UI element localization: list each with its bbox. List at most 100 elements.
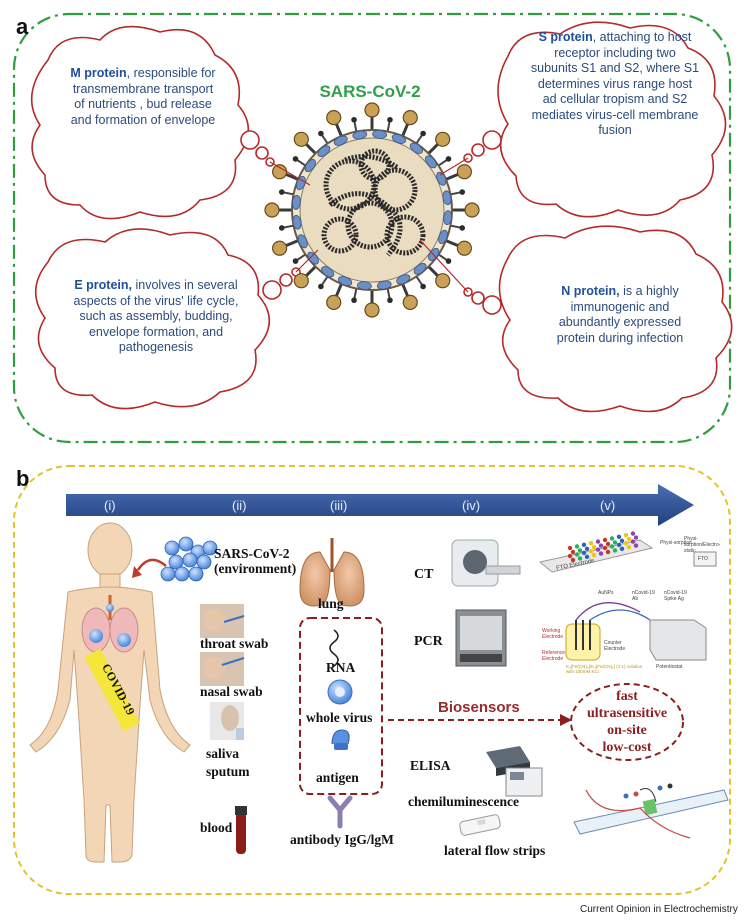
nanoparticle [623,533,629,538]
nanoparticle [633,535,639,540]
nanoparticle [626,537,632,542]
nanoparticle [570,549,576,555]
nanoparticle [630,531,636,536]
environment-virus-particle [202,540,218,556]
nanoparticle [577,556,583,561]
nanoparticle [602,545,608,551]
m-protein-description: , responsible for transmembrane transpor… [70,66,216,127]
membrane-protein [391,134,406,144]
chemiluminescence-analyzer-image [505,767,543,797]
spike-ag-label: nCovid-19 Spike Ag [664,590,687,602]
nanoparticle [609,536,615,541]
advantages-list: fast ultrasensitive on-site low-cost [571,688,683,756]
spike-protein [443,238,472,256]
nanoparticle [570,557,576,563]
nanoparticle [567,553,573,559]
fto-label: FTO [698,556,708,562]
virus-title: SARS-CoV-2 [319,82,421,101]
environment-virus-particle [178,536,194,552]
membrane-protein [307,251,319,265]
membrane-protein [357,281,372,291]
antibody-label: antibody IgG/lgM [290,832,394,847]
panel-a-letter: a [16,14,29,39]
whole-virus-icon [327,679,353,705]
stage-label-ii: (ii) [232,498,247,513]
nanoparticle [630,539,636,544]
membrane-protein [409,142,423,154]
nanoparticle [602,537,608,543]
physisorption-electrostatic-label: Physi-sorption/Electro-static [684,536,721,554]
stage-label-iv: (iv) [462,498,481,513]
nanoparticle [581,542,587,547]
spike-protein [364,102,380,132]
spike-protein [364,288,380,318]
nanoparticle [588,549,594,554]
nanoparticle [616,534,622,539]
nanoparticle [588,541,594,546]
nanoparticle [595,539,601,544]
stage-label-i: (i) [104,498,116,513]
spike-protein [293,264,318,289]
nanoparticle [598,551,604,556]
environment-virus-particle [164,540,180,556]
s-protein-text: S protein, attaching to host receptor in… [530,30,700,139]
whole-virus-label: whole virus [306,710,373,725]
spike-protein [326,281,344,310]
biosensors-label: Biosensors [438,699,520,716]
spike-protein [272,238,301,256]
nanoparticle [591,553,597,558]
membrane-protein [372,129,387,139]
panel-b-border [13,465,731,895]
nanoparticle [619,538,625,543]
m-protein-name: M protein [70,66,127,80]
electrochemical-cell-schematic [565,602,707,661]
environment-label: SARS-CoV-2 (environment) [214,546,297,576]
membrane-protein [376,280,392,290]
human-body [29,522,191,863]
throat-swab-image [200,604,245,638]
physisorption-label: Physi-sorption [660,540,692,546]
panel-b-letter: b [16,466,30,491]
pcr-machine-image [455,609,507,667]
nanoparticle [605,541,611,547]
environment-virus-particle [196,554,212,570]
pcr-label: PCR [414,634,443,649]
membrane-protein [297,234,308,249]
ab-label: nCovid-19 Ab [632,590,655,602]
lateral-flow-label: lateral flow strips [444,843,546,858]
membrane-protein [304,159,316,173]
body-infection-arrowhead [132,566,142,578]
membrane-protein [436,171,447,186]
m-protein-dots [291,129,453,291]
environment-virus-cluster [160,536,218,582]
n-protein-name: N protein, [561,284,620,298]
throat-swab-label: throat swab [200,636,269,651]
saliva-label: saliva [206,746,240,761]
n-protein-description: is a highly immunogenic and abundantly e… [556,284,684,345]
chemiluminescence-label: chemiluminescence [408,794,519,809]
reference-electrode-label: Reference Electrode [542,650,566,662]
biosensor-arrowhead [560,714,572,726]
lateral-flow-signal-schematic [573,783,729,839]
sputum-label: sputum [206,764,250,779]
rna-strand-icon [329,629,339,667]
nanoparticle [605,549,611,555]
fto-electrode-schematic [538,531,717,573]
spike-proteins [264,102,480,318]
targets-box [299,617,383,795]
environment-virus-particle [188,566,204,582]
spike-protein [443,164,472,182]
body-infection-arrow [136,558,167,571]
counter-electrode-label: Counter Electrode [604,640,626,652]
nanoparticle [574,552,580,557]
s-protein-name: S protein [538,30,593,44]
blood-label: blood [200,820,233,835]
membrane-protein [321,266,335,278]
environment-virus-particle [174,566,190,582]
potentiostat-label: Potentiostat [656,664,683,670]
nanoparticle [633,543,639,548]
membrane-protein [317,145,331,157]
membrane-protein [413,263,427,275]
spike-protein [272,164,301,182]
nanoparticle [623,541,629,546]
